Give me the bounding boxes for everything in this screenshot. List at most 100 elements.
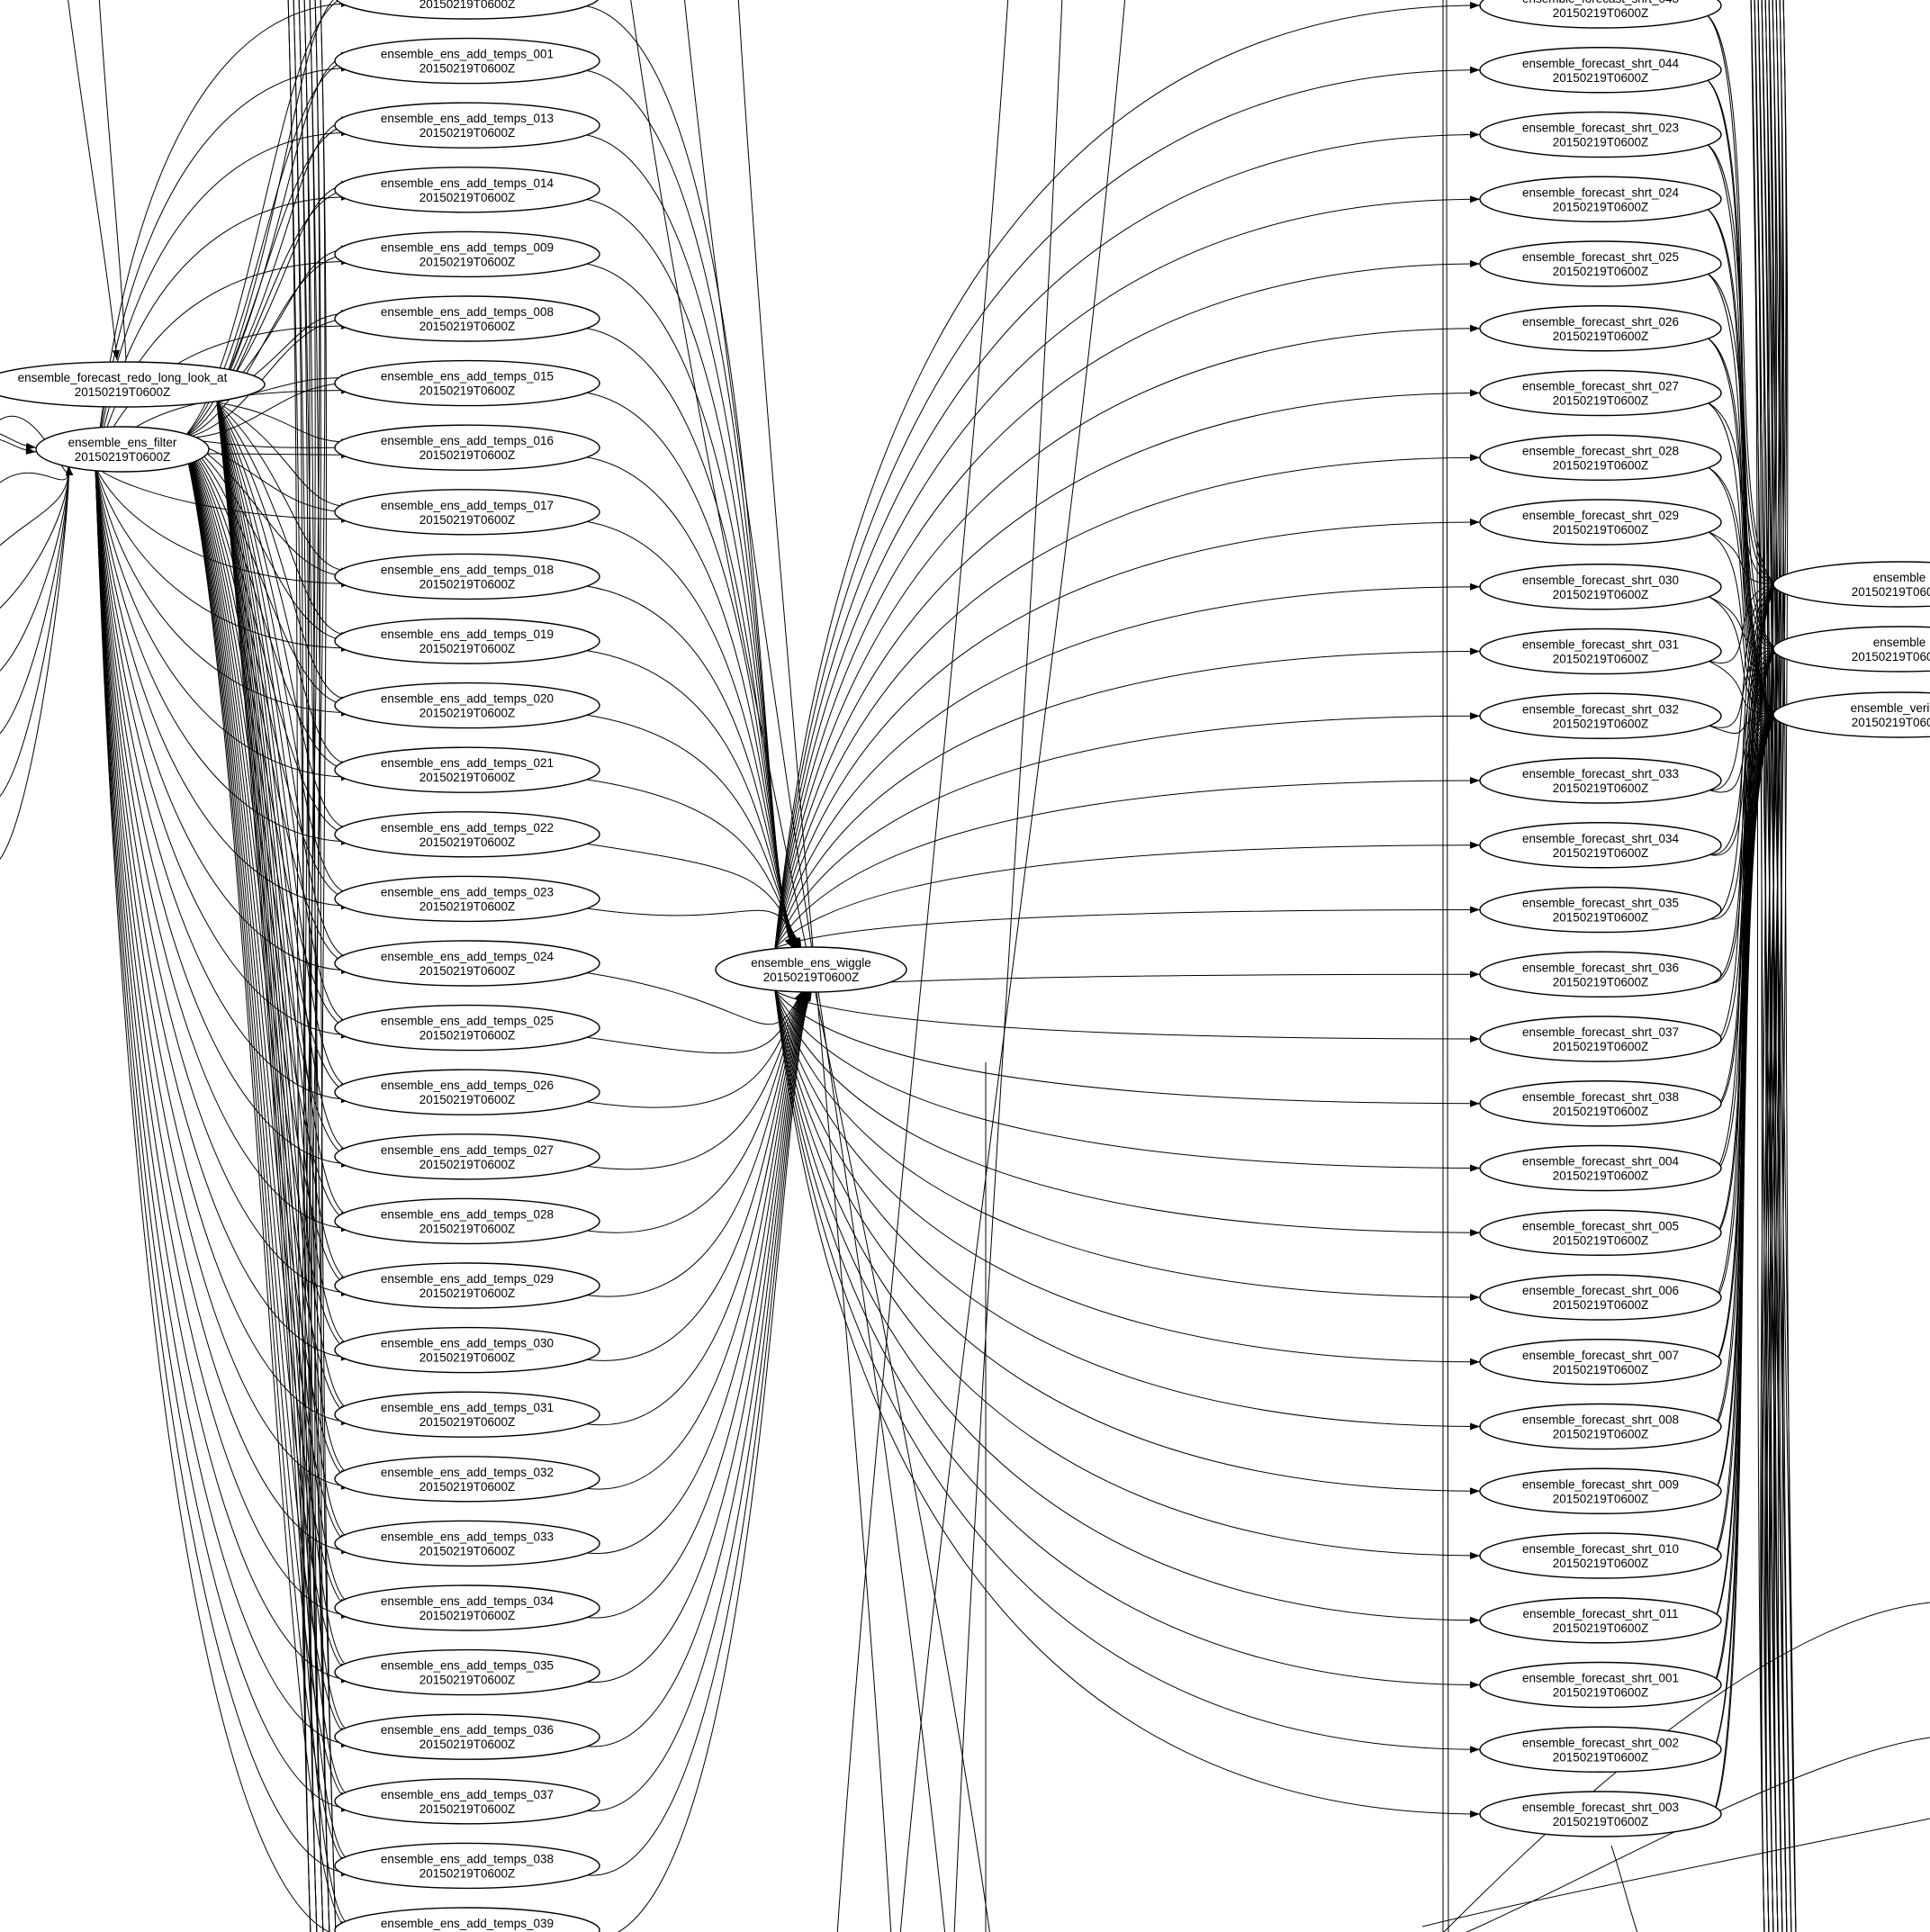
node-cycle: 20150219T0600Z: [1553, 1105, 1649, 1118]
node-cycle: 20150219T0600Z: [1553, 1298, 1649, 1312]
node-top-partial[interactable]: 20150219T0600Z: [335, 0, 600, 20]
node-cycle: 20150219T0600Z: [1553, 717, 1649, 730]
node-right-c[interactable]: ensemble_verifica20150219T0600Z: [1772, 691, 1930, 738]
edge-arrowhead: [1470, 1810, 1480, 1818]
node-cycle: 20150219T0600Z: [75, 450, 171, 464]
node-name: ensemble_ens_add_temps_028: [381, 1207, 554, 1221]
edge: [95, 466, 352, 1165]
node-cycle: 20150219T0600Z: [419, 1802, 516, 1816]
node-cycle: 20150219T0600Z: [419, 835, 516, 849]
node-name: ensemble_forecast_shrt_024: [1522, 185, 1680, 199]
node-redo[interactable]: ensemble_forecast_redo_long_look_at20150…: [0, 361, 266, 408]
edge: [216, 402, 352, 508]
edge: [582, 456, 798, 949]
edge: [216, 402, 352, 1024]
edge: [216, 402, 352, 959]
edge: [1421, 1818, 1930, 1927]
node-ellipse: [1479, 692, 1722, 739]
edge: [617, 990, 813, 1932]
edge-arrowhead: [1470, 66, 1480, 74]
edge: [302, 0, 311, 1932]
node-add-039[interactable]: ensemble_ens_add_temps_03920150219T0600Z: [334, 1907, 600, 1932]
edge: [582, 843, 802, 949]
edge: [774, 328, 1481, 949]
node-ellipse: [334, 1262, 600, 1309]
edge: [582, 327, 797, 949]
node-right-a[interactable]: ensemble20150219T0600Z: [1772, 561, 1930, 608]
node-name: ensemble_ens_add_temps_018: [381, 563, 554, 576]
edge-arrowhead: [1470, 260, 1480, 267]
node-cycle: 20150219T0600Z: [1553, 1686, 1649, 1700]
edge: [582, 990, 812, 1876]
node-ellipse: [334, 618, 600, 664]
node-name: ensemble_forecast_shrt_001: [1522, 1672, 1679, 1685]
edge: [293, 0, 318, 1932]
node-ellipse: [1479, 564, 1722, 610]
edge: [582, 990, 804, 1054]
node-right-b[interactable]: ensemble20150219T0600Z: [1772, 626, 1930, 673]
node-name: ensemble_ens_filter: [68, 436, 177, 449]
node-shrt-043[interactable]: ensemble_forecast_shrt_04320150219T0600Z: [1479, 0, 1722, 29]
node-ellipse: [1479, 822, 1722, 869]
